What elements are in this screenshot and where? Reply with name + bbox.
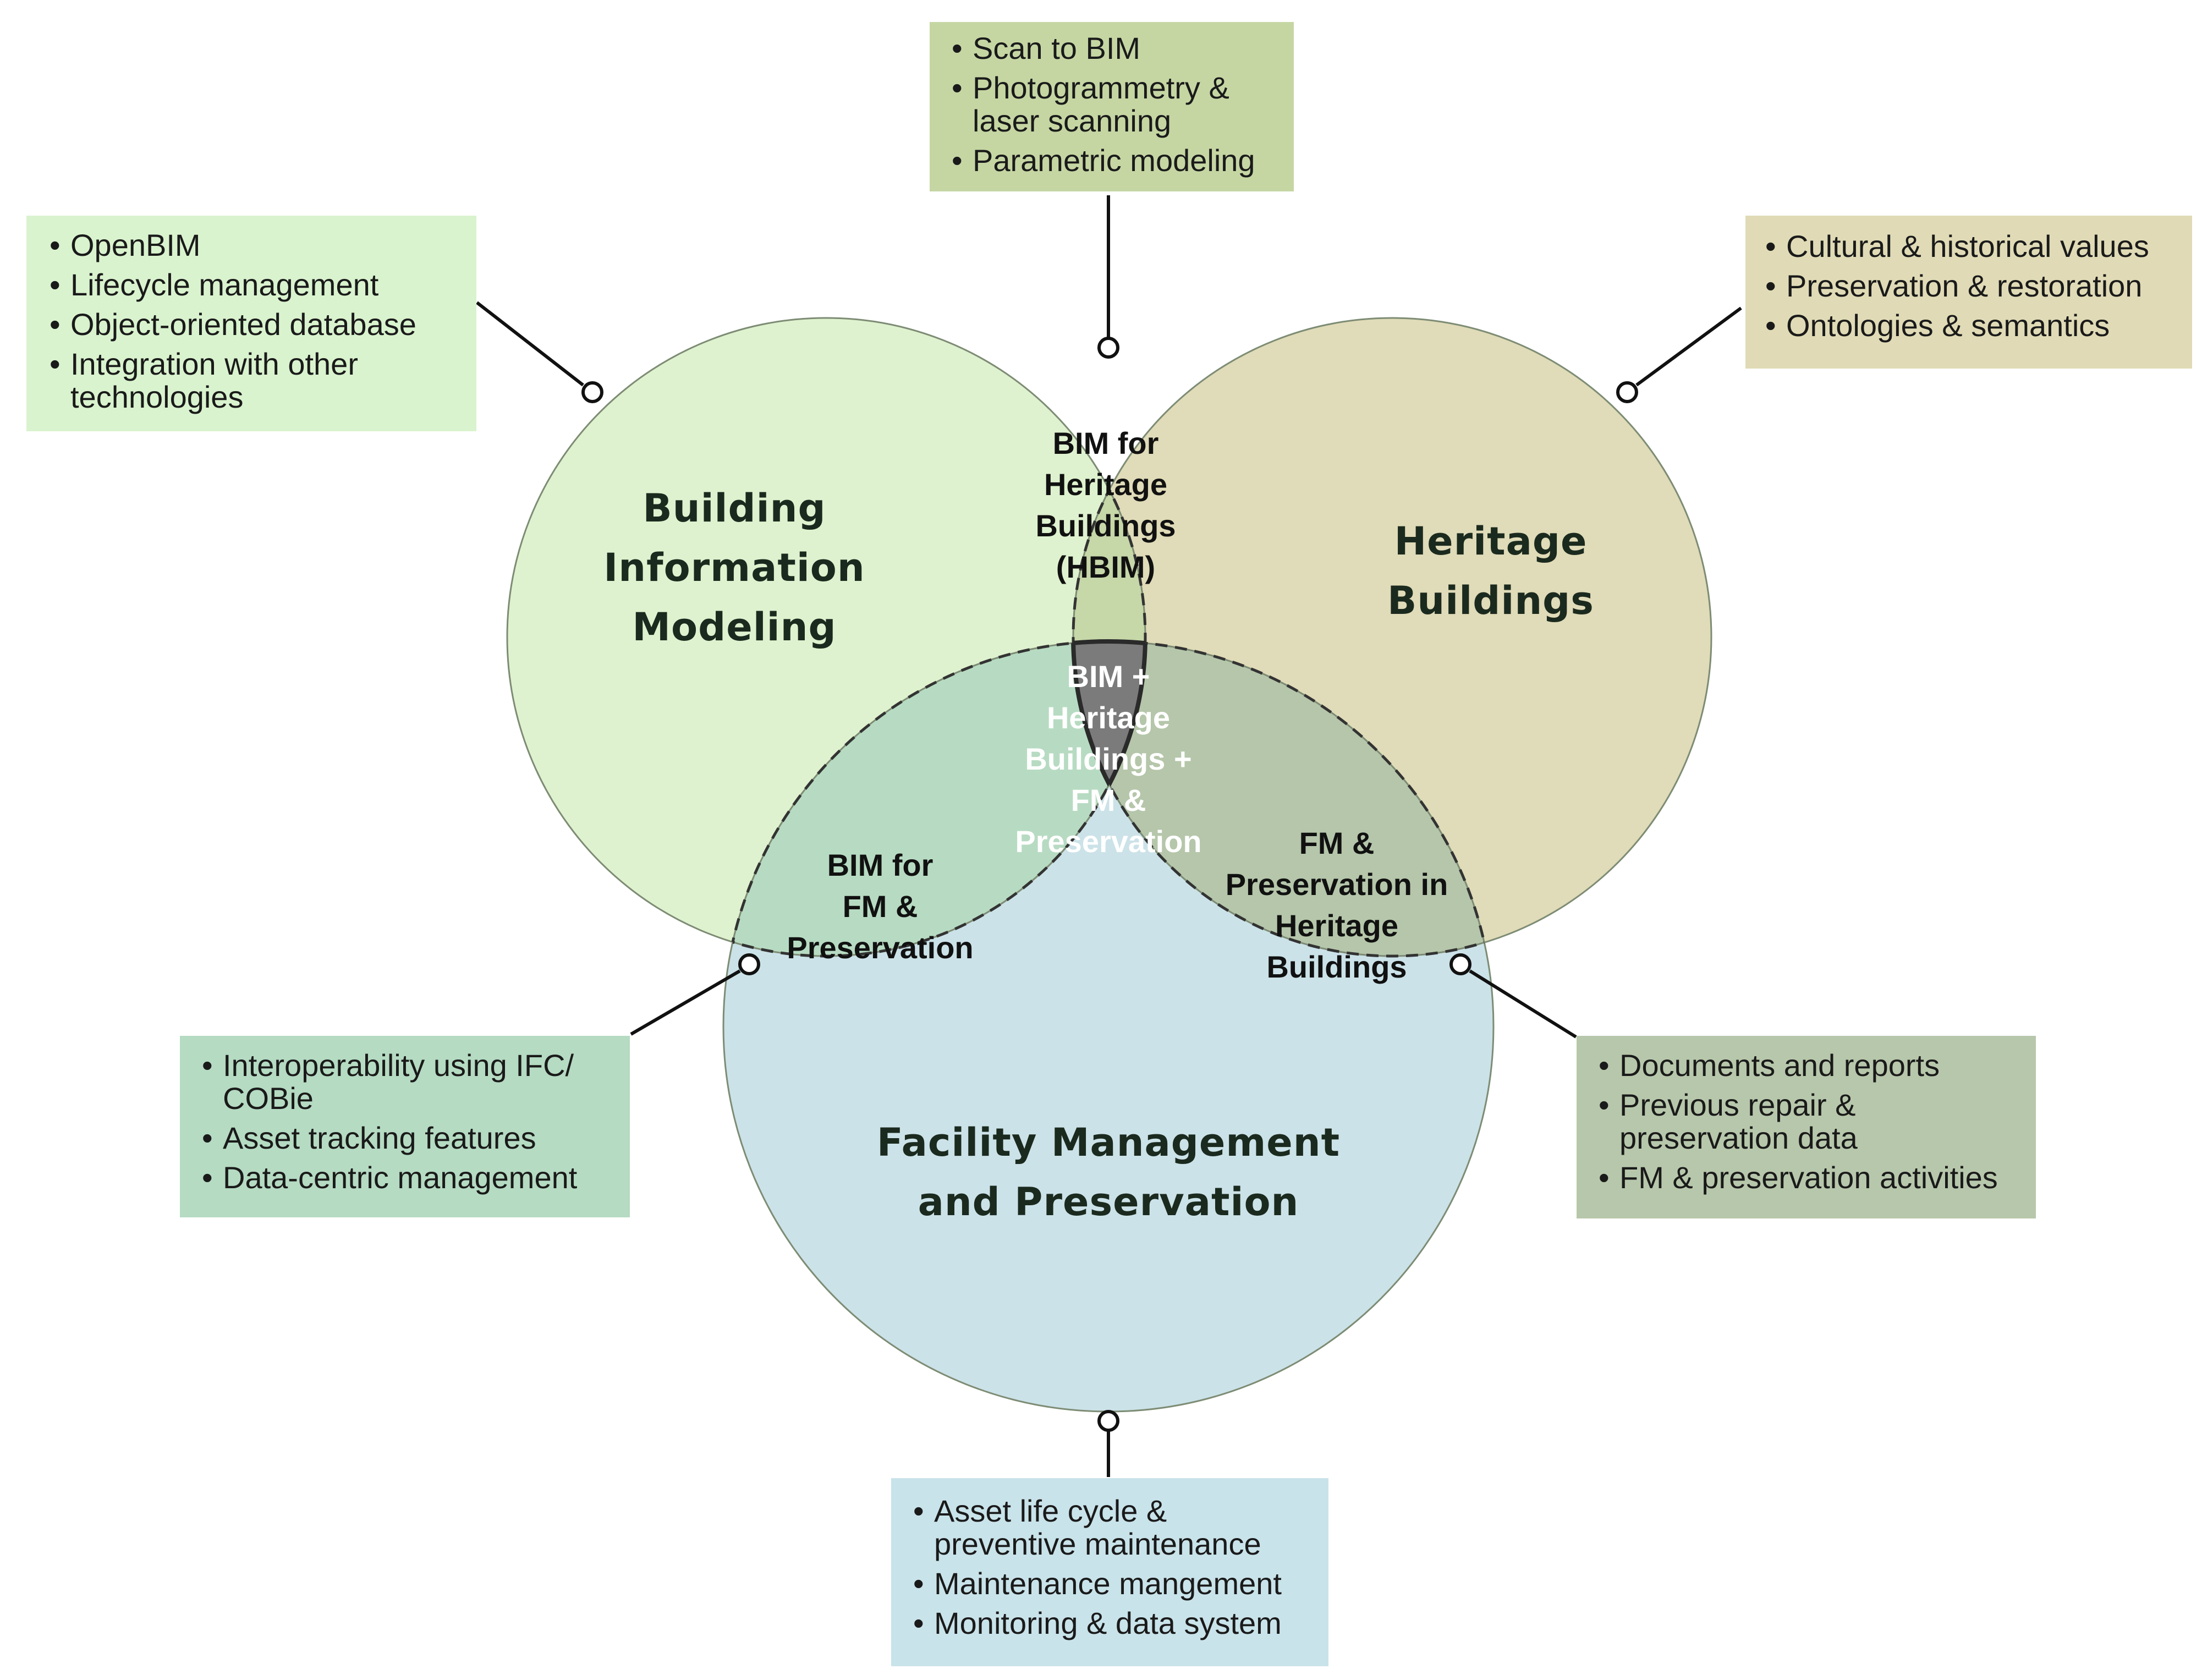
label-bim-fm: BIM for FM & Preservation — [787, 848, 974, 965]
list-item: Asset life cycle & preventive maintenanc… — [910, 1495, 1310, 1561]
info-box-bim-fm: Interoperability using IFC/ COBie Asset … — [180, 1036, 630, 1217]
list-item: Interoperability using IFC/ COBie — [199, 1049, 611, 1115]
list-item: FM & preservation activities — [1595, 1161, 2017, 1195]
label-heritage-fm: FM & Preservation in Heritage Buildings — [1225, 826, 1448, 984]
list-item: Monitoring & data system — [910, 1607, 1310, 1640]
list-item: Maintenance mangement — [910, 1567, 1310, 1601]
list-item: OpenBIM — [46, 229, 457, 262]
list-item: Scan to BIM — [948, 32, 1275, 65]
list-item: Documents and reports — [1595, 1049, 2017, 1083]
list-item: Lifecycle management — [46, 268, 457, 302]
info-box-fm: Asset life cycle & preventive maintenanc… — [891, 1478, 1328, 1666]
label-fm: Facility Management and Preservation — [876, 1120, 1341, 1225]
connectors — [476, 195, 1742, 1477]
list-item: Cultural & historical values — [1762, 230, 2176, 263]
info-box-heritage-fm: Documents and reports Previous repair & … — [1577, 1036, 2036, 1218]
info-box-heritage: Cultural & historical values Preservatio… — [1745, 216, 2192, 369]
label-center: BIM + Heritage Buildings + FM & Preserva… — [1015, 659, 1202, 859]
label-hbim: BIM for Heritage Buildings (HBIM) — [1035, 426, 1176, 584]
list-item: Integration with other technologies — [46, 348, 457, 414]
list-item: Asset tracking features — [199, 1122, 611, 1155]
list-item: Data-centric management — [199, 1161, 611, 1195]
info-box-bim: OpenBIM Lifecycle management Object-orie… — [26, 216, 476, 431]
list-item: Preservation & restoration — [1762, 270, 2176, 303]
label-bim: Building Information Modeling — [603, 486, 865, 650]
label-heritage: Heritage Buildings — [1387, 519, 1594, 623]
connector-dots — [581, 337, 1638, 1432]
list-item: Photogrammetry & laser scanning — [948, 72, 1275, 138]
list-item: Previous repair & preservation data — [1595, 1089, 2017, 1155]
region-heritage-fm — [1073, 641, 1493, 956]
region-bim-fm — [723, 641, 1145, 956]
list-item: Ontologies & semantics — [1762, 309, 2176, 343]
info-box-hbim: Scan to BIM Photogrammetry & laser scann… — [930, 22, 1294, 191]
list-item: Object-oriented database — [46, 308, 457, 342]
list-item: Parametric modeling — [948, 144, 1275, 178]
